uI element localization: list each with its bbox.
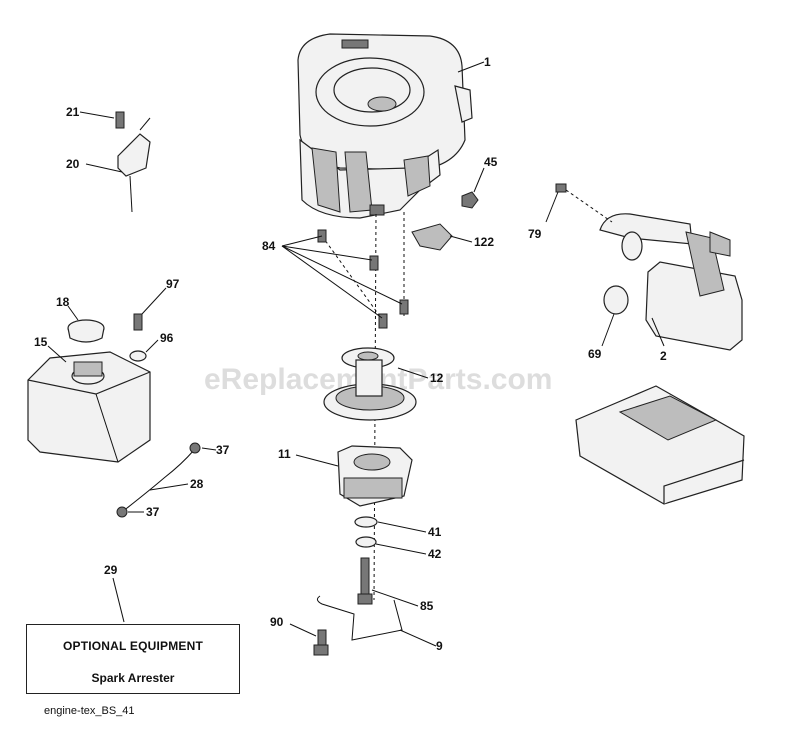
callout-37-bottom: 37 (146, 505, 160, 519)
nut-45 (461, 191, 479, 209)
washer-96 (129, 350, 147, 362)
callout-45: 45 (484, 155, 498, 169)
part-122-bracket (411, 223, 453, 251)
leader-lines (47, 61, 665, 647)
washer-42 (355, 536, 377, 548)
callout-69: 69 (588, 347, 602, 361)
clamp-37-top (189, 442, 201, 454)
callout-79: 79 (528, 227, 542, 241)
fuel-tank-15 (27, 351, 151, 463)
fuel-line-28 (121, 449, 195, 513)
engine (297, 33, 473, 219)
throttle-control-20 (115, 111, 151, 213)
callout-18: 18 (56, 295, 70, 309)
callout-84: 84 (262, 239, 276, 253)
gasket-flange (621, 231, 643, 261)
callout-42: 42 (428, 547, 442, 561)
callout-122: 122 (474, 235, 494, 249)
callout-41: 41 (428, 525, 442, 539)
callout-97: 97 (166, 277, 180, 291)
clutch-11 (337, 445, 413, 507)
callout-28: 28 (190, 477, 204, 491)
bolt-85 (357, 557, 373, 605)
callout-11: 11 (278, 447, 291, 461)
callout-85: 85 (420, 599, 434, 613)
bolt-97 (133, 313, 143, 331)
diagram-caption: engine-tex_BS_41 (44, 705, 135, 717)
callout-20: 20 (66, 157, 80, 171)
callout-2: 2 (660, 349, 667, 363)
rod-9 (316, 595, 403, 641)
callout-37-top: 37 (216, 443, 230, 457)
callout-15: 15 (34, 335, 48, 349)
callout-9: 9 (436, 639, 443, 653)
clamp-37-bottom (116, 506, 128, 518)
optional-equipment-title: OPTIONAL EQUIPMENT (62, 639, 204, 653)
callout-12: 12 (430, 371, 444, 385)
fuel-cap-18 (67, 319, 105, 343)
gasket-69 (603, 285, 629, 315)
callouts: 1 2 9 11 12 15 18 20 21 28 29 37 37 41 4… (34, 55, 667, 653)
bolt-90 (313, 629, 329, 656)
callout-21: 21 (66, 105, 80, 119)
washer-41 (354, 516, 378, 528)
bolt-79 (555, 183, 567, 193)
optional-equipment-box: OPTIONAL EQUIPMENT Spark Arrester (26, 624, 240, 694)
callout-90: 90 (270, 615, 284, 629)
callout-96: 96 (160, 331, 174, 345)
bolts-84 (317, 229, 409, 329)
callout-29: 29 (104, 563, 118, 577)
pulley-12 (323, 347, 417, 421)
callout-1: 1 (484, 55, 491, 69)
engine-mount-plate (575, 385, 745, 505)
spark-arrester-label: Spark Arrester (91, 671, 175, 685)
muffler-2 (599, 213, 743, 351)
